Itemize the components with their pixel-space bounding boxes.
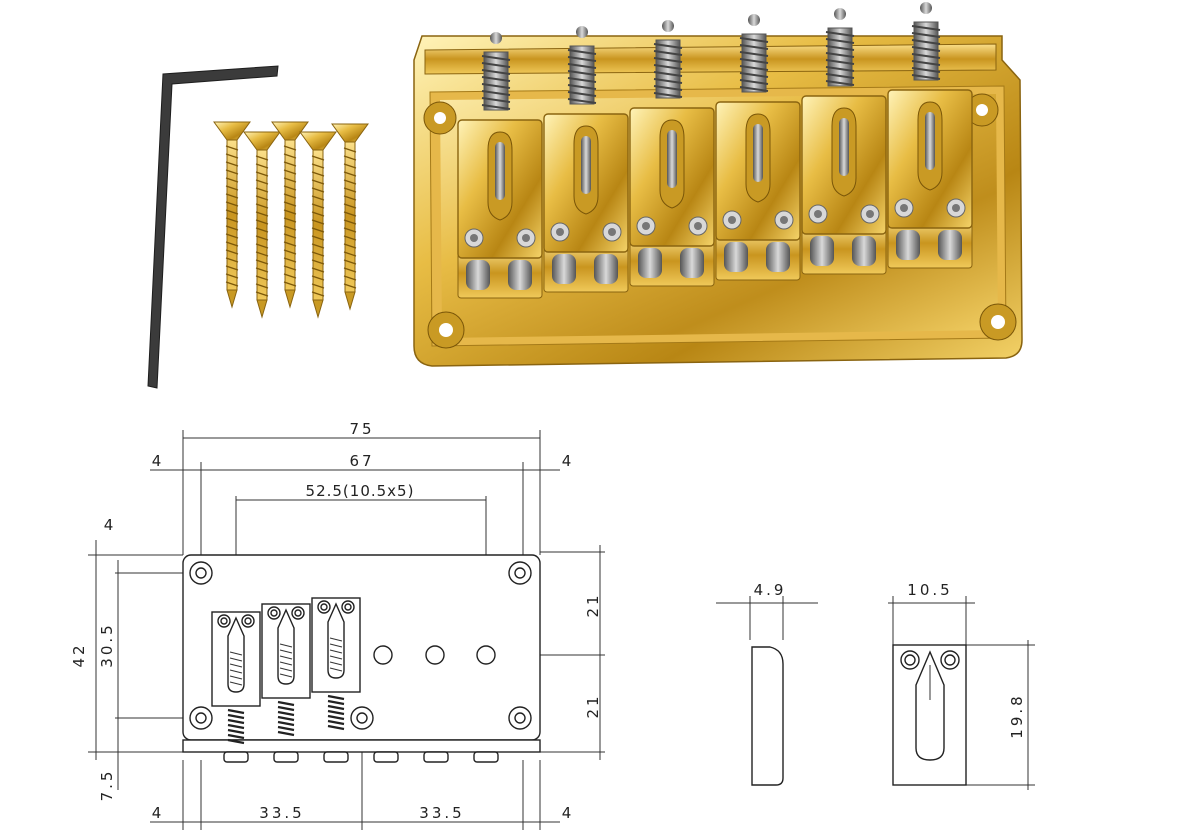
photo-saddle: [629, 20, 715, 287]
drawing-saddle: [211, 611, 261, 745]
dim-left-margin-top: 4: [152, 452, 165, 470]
dim-height-total: 42: [70, 642, 88, 667]
drawing-hole-mid: [350, 706, 374, 730]
front-view-drawing: 75 67 4 4 52.5(10.5x5) 4 42 30.5 7.5 21 …: [70, 420, 605, 830]
dim-hole-to-hole: 30.5: [98, 622, 116, 667]
photo-saddle: [887, 2, 973, 269]
string-slot: [323, 751, 349, 763]
plate-lip: [182, 739, 541, 753]
dim-half-left: 33.5: [259, 804, 304, 822]
screw-icon: [213, 121, 251, 309]
string-hole-4: [373, 645, 393, 665]
dim-lower-half: 21: [584, 693, 602, 718]
photo-saddle: [457, 32, 543, 299]
dim-upper-half: 21: [584, 592, 602, 617]
dim-right-margin-bottom: 4: [562, 804, 575, 822]
drawing-hole-bl: [189, 706, 213, 730]
saddle-slot: [915, 650, 945, 761]
screw-icon: [331, 123, 369, 311]
string-slot: [273, 751, 299, 763]
drawing-hole-tr: [508, 561, 532, 585]
string-slot: [423, 751, 449, 763]
saddle-side-view: 4.9: [716, 581, 818, 786]
hex-wrench-icon: [147, 65, 279, 389]
photo-saddle: [715, 14, 801, 281]
dim-string-spacing: 52.5(10.5x5): [306, 482, 415, 500]
dim-saddle-width: 10.5: [907, 581, 952, 599]
dim-saddle-thickness: 4.9: [754, 581, 787, 599]
drawing-hole-tl: [189, 561, 213, 585]
drawing-saddle: [311, 597, 361, 731]
string-hole-6: [476, 645, 496, 665]
photo-saddle: [801, 8, 887, 275]
dim-right-margin-top: 4: [562, 452, 575, 470]
dim-top-gap: 4: [104, 516, 117, 534]
string-slot: [373, 751, 399, 763]
screws-group: [213, 121, 369, 319]
saddle-top-view: 10.5 19.8: [888, 581, 1035, 790]
dim-left-margin-bottom: 4: [152, 804, 165, 822]
string-slot: [473, 751, 499, 763]
screw-icon: [243, 131, 281, 319]
drawing-saddle: [261, 603, 311, 737]
string-slot: [223, 751, 249, 763]
drawing-hole-br: [508, 706, 532, 730]
dim-inner-width: 67: [349, 452, 374, 470]
saddle-side-outline: [751, 646, 784, 786]
dim-saddle-length: 19.8: [1008, 693, 1026, 738]
mount-hole-bl: [427, 311, 465, 349]
bridge-photo: [413, 2, 1023, 367]
mount-hole-br: [979, 303, 1017, 341]
screw-icon: [299, 131, 337, 319]
mount-hole-tl: [423, 101, 457, 135]
string-hole-5: [425, 645, 445, 665]
screw-icon: [271, 121, 309, 309]
photo-saddle: [543, 26, 629, 293]
dim-top-width: 75: [349, 420, 374, 438]
dim-half-right: 33.5: [419, 804, 464, 822]
dim-bottom-gap: 7.5: [98, 769, 116, 802]
